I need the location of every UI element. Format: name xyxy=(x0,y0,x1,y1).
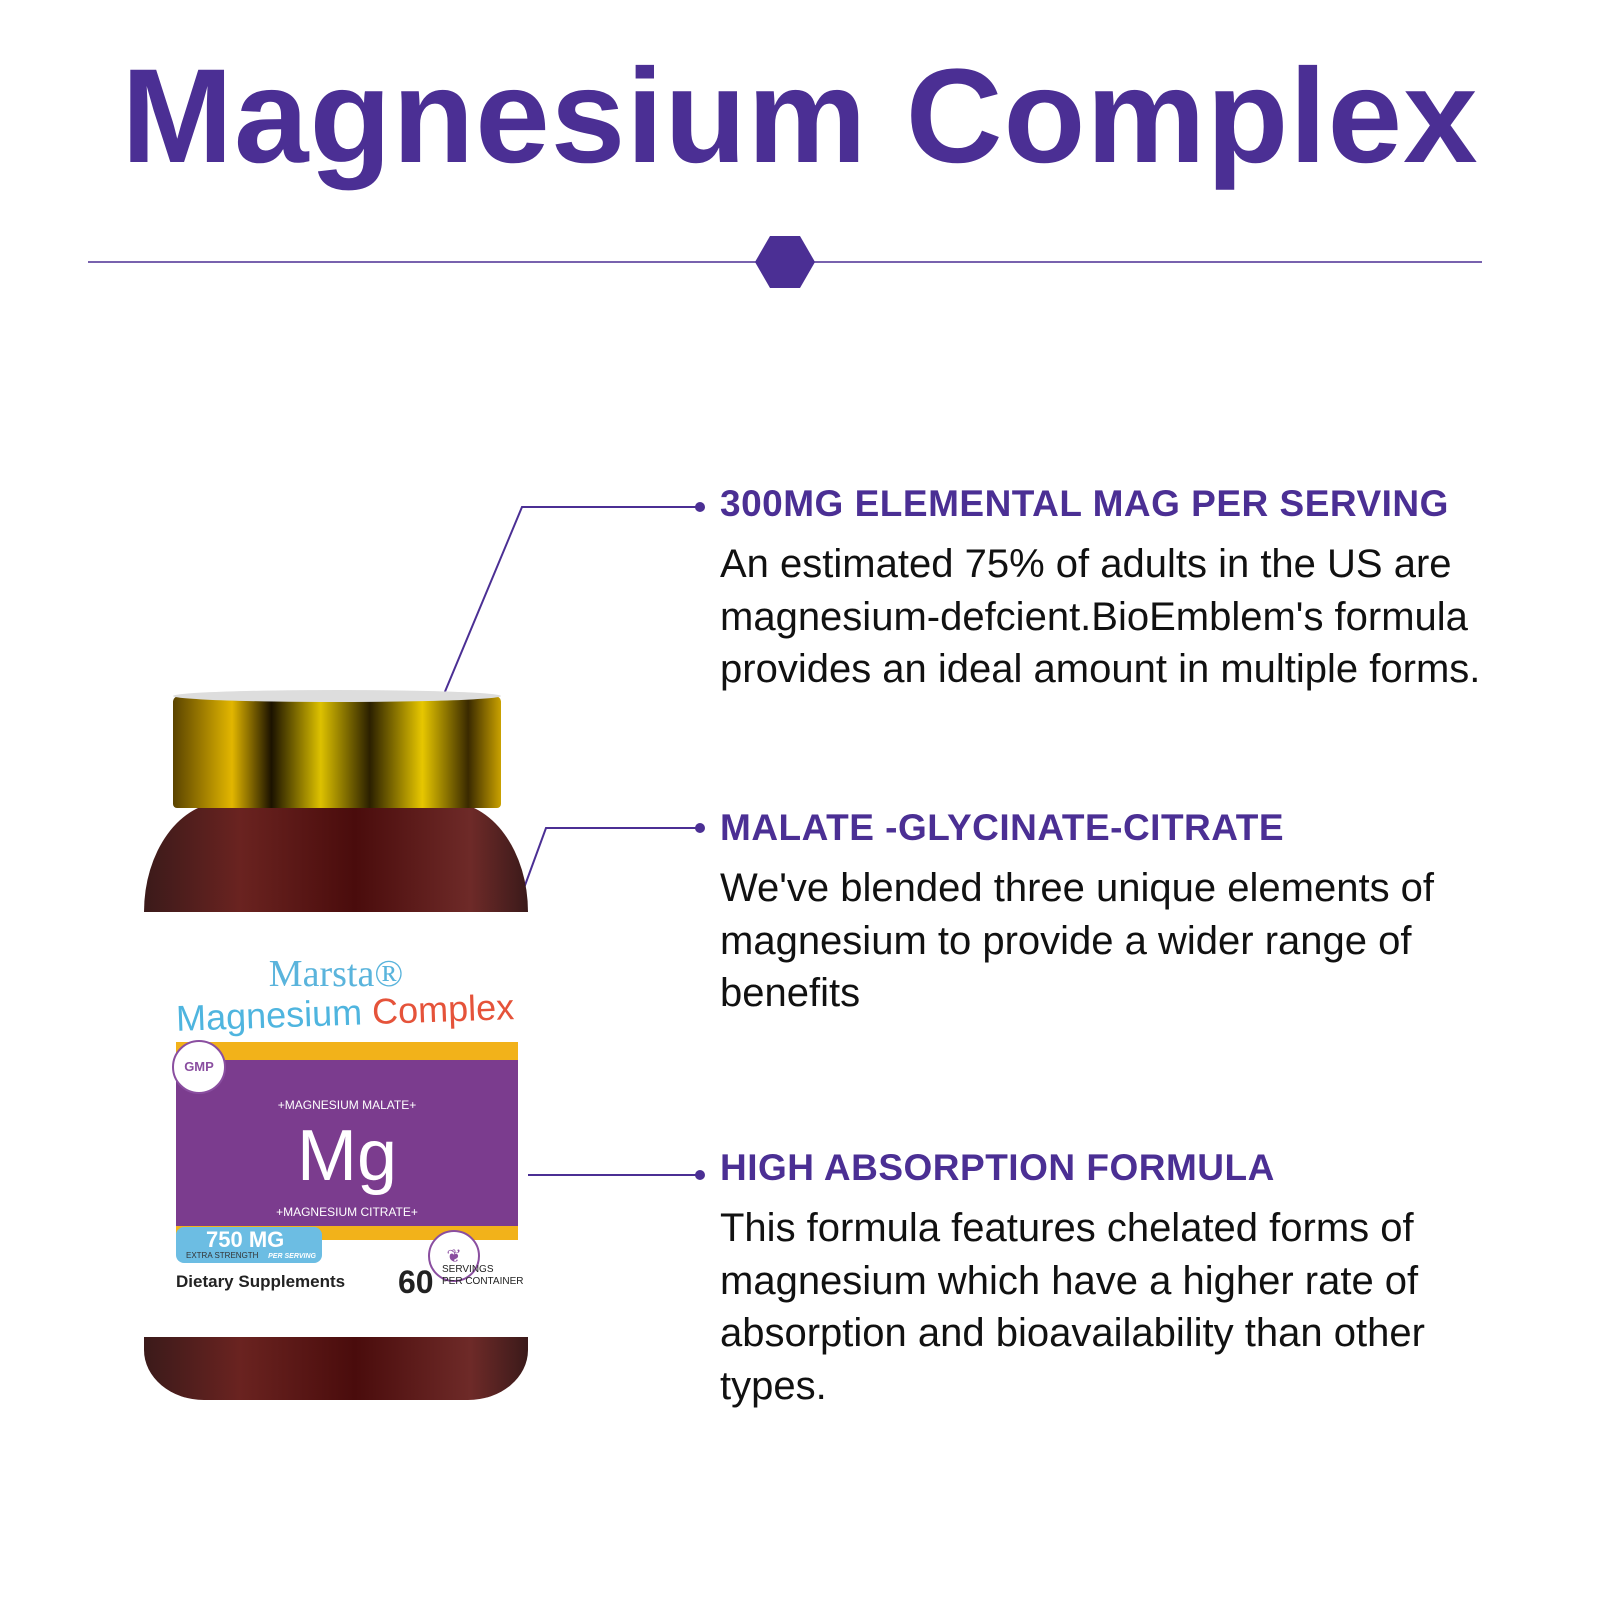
bullet-dot-icon xyxy=(695,823,705,833)
servings-label-1: SERVINGS xyxy=(442,1264,494,1275)
mg-symbol: Mg xyxy=(296,1116,398,1196)
product-name-a: Magnesium xyxy=(175,991,363,1039)
servings-label-2: PER CONTAINER xyxy=(442,1276,524,1287)
connector-1 xyxy=(443,506,700,695)
dose-per: PER SERVING xyxy=(268,1253,316,1260)
malate-text: +MAGNESIUM MALATE+ xyxy=(277,1098,417,1112)
feature-2: MALATE -GLYCINATE-CITRATE We've blended … xyxy=(720,806,1560,1020)
leaf-seal-icon: ❦ xyxy=(428,1230,480,1282)
feature-heading: 300MG ELEMENTAL MAG PER SERVING xyxy=(720,483,1449,524)
brand-logo: Marsta® xyxy=(268,953,404,995)
bullet-dot-icon xyxy=(695,502,705,512)
dose-value: 750 MG xyxy=(206,1227,285,1252)
bottle-label: Marsta® Magnesium Complex +MAGNESIUM MAL… xyxy=(144,912,528,1337)
feature-heading: MALATE -GLYCINATE-CITRATE xyxy=(720,807,1285,848)
label-band: +MAGNESIUM MALATE+ Mg +MAGNESIUM CITRATE… xyxy=(176,1042,518,1240)
feature-heading: HIGH ABSORPTION FORMULA xyxy=(720,1147,1275,1188)
feature-body: An estimated 75% of adults in the US are… xyxy=(720,542,1481,691)
citrate-text: +MAGNESIUM CITRATE+ xyxy=(276,1205,418,1219)
bullet-dot-icon xyxy=(695,1170,705,1180)
connector-2 xyxy=(523,827,700,889)
hexagon-icon xyxy=(755,236,815,288)
dietary-text: Dietary Supplements xyxy=(176,1272,346,1291)
gmp-seal-icon: GMP xyxy=(172,1040,226,1094)
feature-1: 300MG ELEMENTAL MAG PER SERVING An estim… xyxy=(720,482,1560,696)
feature-3: HIGH ABSORPTION FORMULA This formula fea… xyxy=(720,1146,1560,1412)
cap-top xyxy=(173,690,501,702)
feature-body: This formula features chelated forms of … xyxy=(720,1206,1425,1408)
servings-count: 60 xyxy=(398,1264,434,1300)
feature-body: We've blended three unique elements of m… xyxy=(720,866,1435,1015)
page-title: Magnesium Complex xyxy=(121,42,1479,191)
product-name-b: Complex xyxy=(371,986,515,1033)
product-bottle-image: Marsta® Magnesium Complex +MAGNESIUM MAL… xyxy=(140,690,530,1400)
bottle-cap xyxy=(173,696,501,808)
dose-sub: EXTRA STRENGTH xyxy=(186,1251,259,1260)
